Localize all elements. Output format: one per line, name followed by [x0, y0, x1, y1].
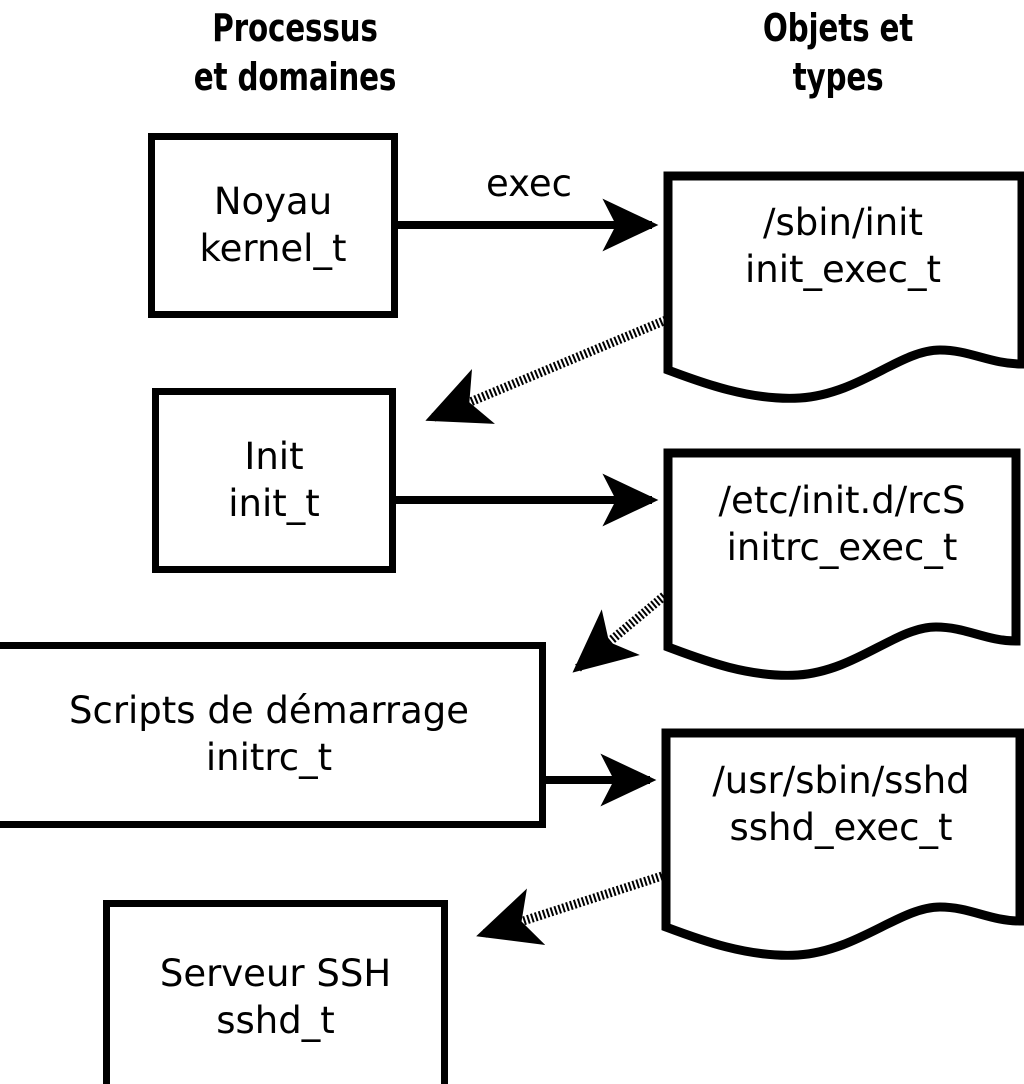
- document-icon: [663, 448, 1021, 680]
- edge-label-exec: exec: [486, 162, 572, 205]
- edge-sshd-exec-to-sshd: [476, 871, 664, 946]
- document-shape-init-exec[interactable]: [660, 168, 1024, 408]
- column-heading-objects: Objets et types: [762, 6, 914, 99]
- process-box-initrc-label: Scripts de démarrage initrc_t: [68, 689, 470, 779]
- document-shape-sshd-exec[interactable]: [658, 725, 1024, 965]
- column-heading-processes: Processus et domaines: [193, 6, 397, 99]
- process-box-sshd[interactable]: Serveur SSH sshd_t: [103, 900, 448, 1084]
- process-box-sshd-label: Serveur SSH sshd_t: [159, 952, 392, 1042]
- edge-init-exec-to-init: [425, 315, 668, 424]
- process-box-kernel[interactable]: Noyau kernel_t: [148, 133, 398, 318]
- process-box-init-label: Init init_t: [228, 434, 320, 525]
- document-shape-initrc-exec[interactable]: [660, 445, 1024, 685]
- process-box-init[interactable]: Init init_t: [152, 388, 396, 573]
- process-box-initrc[interactable]: Scripts de démarrage initrc_t: [0, 642, 546, 828]
- document-icon: [663, 171, 1024, 403]
- edge-initrc-exec-to-initrc: [572, 592, 667, 673]
- process-box-kernel-label: Noyau kernel_t: [199, 179, 347, 270]
- document-icon: [661, 728, 1024, 960]
